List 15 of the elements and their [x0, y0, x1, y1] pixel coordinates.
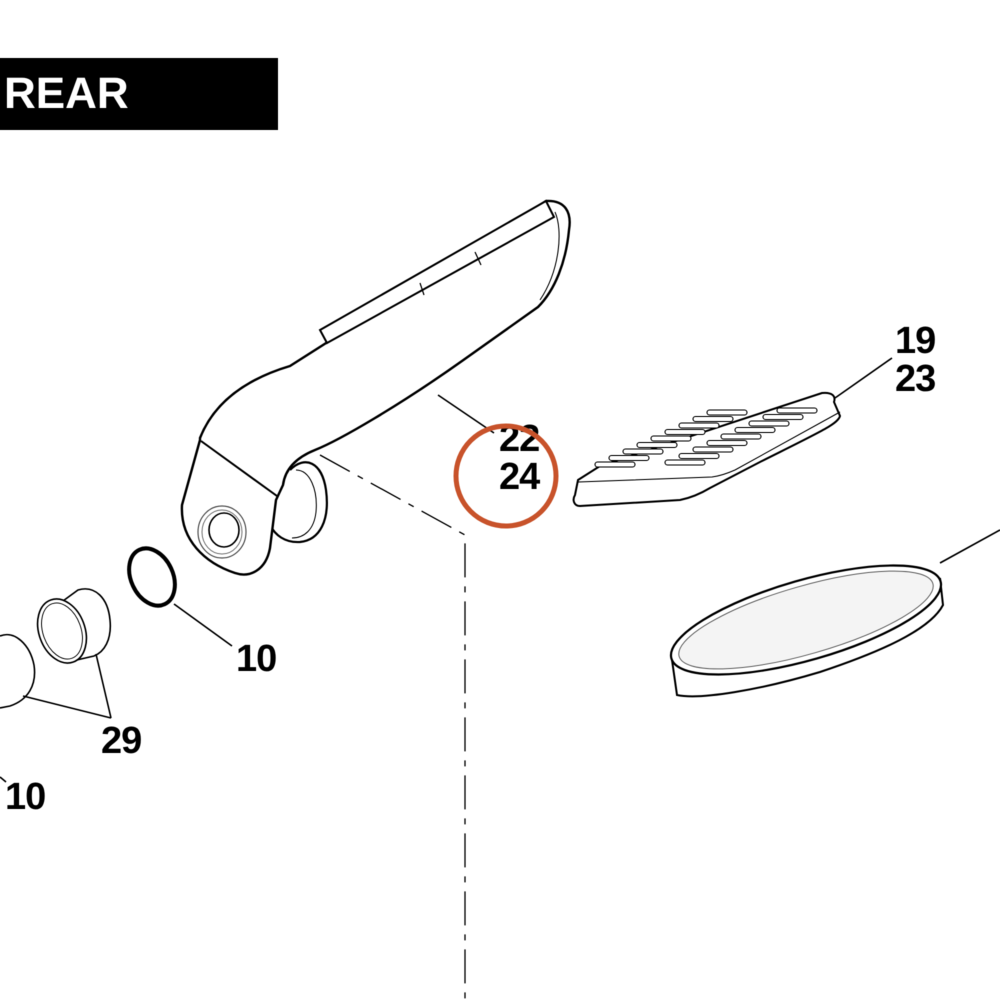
- callout-number: 24: [499, 458, 540, 496]
- leader-line: [22, 695, 112, 719]
- leader-line: [438, 394, 494, 434]
- callout-number: 29: [101, 722, 142, 760]
- title-banner: REAR: [0, 58, 278, 130]
- pedal-pad-drawing: [570, 390, 838, 510]
- leader-line: [174, 603, 232, 647]
- callout-number: 10: [236, 640, 276, 678]
- leader-line: [940, 529, 1000, 564]
- leader-line: [95, 654, 112, 718]
- callout-number: 23: [895, 360, 936, 398]
- callout-number: 19: [895, 322, 936, 360]
- leader-line: [0, 776, 7, 783]
- callout-number: 10: [5, 778, 46, 816]
- leader-line: [834, 357, 892, 399]
